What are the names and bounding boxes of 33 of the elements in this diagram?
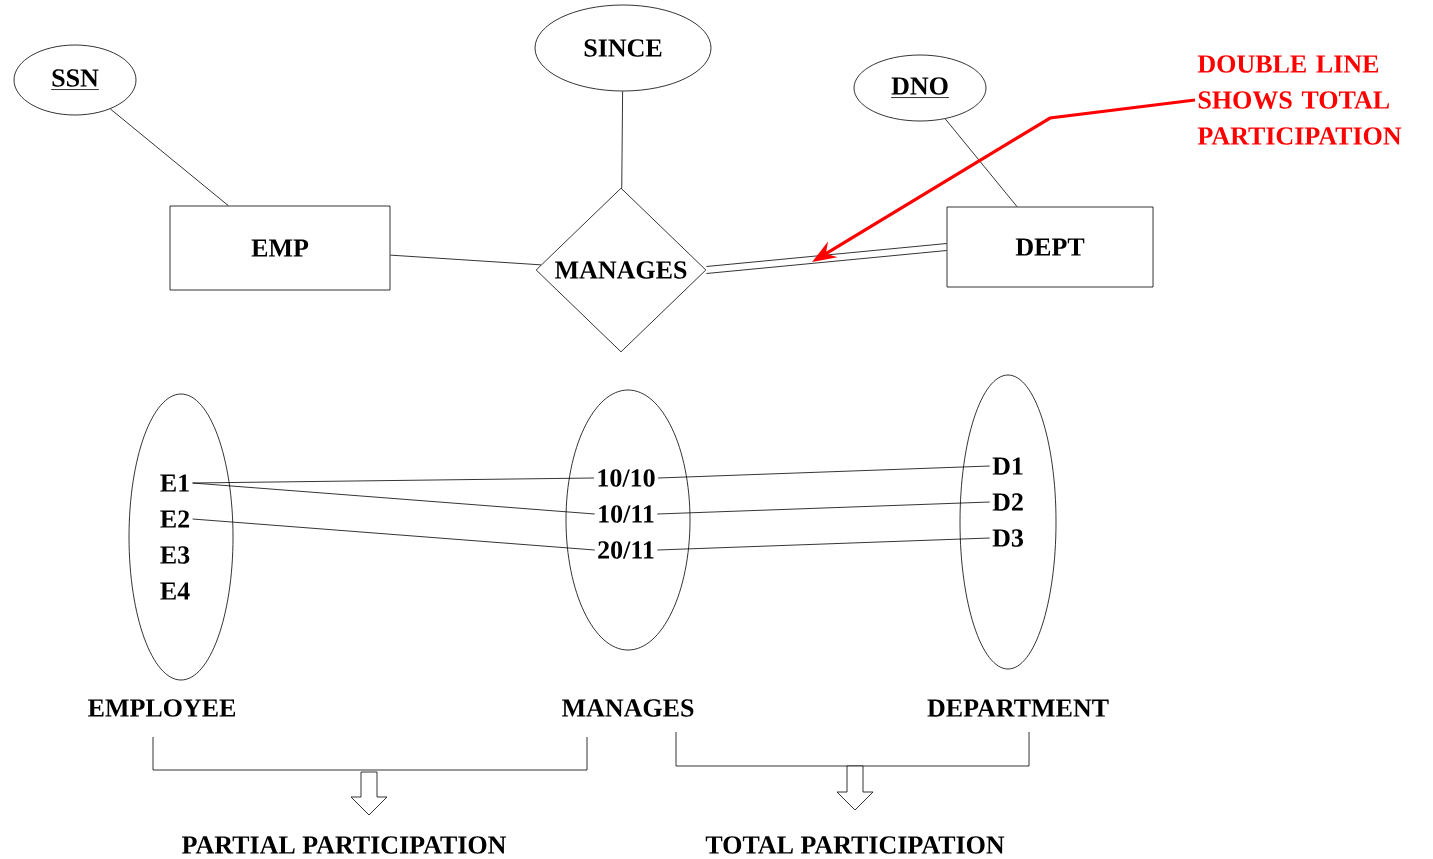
connector-line xyxy=(657,465,991,479)
connector-line xyxy=(944,118,1018,207)
element-label: E4 xyxy=(160,582,190,600)
connector-line xyxy=(109,108,229,206)
connector-line xyxy=(621,91,623,189)
connector-line xyxy=(192,518,596,551)
element-label: D2 xyxy=(992,493,1023,511)
set-caption: DEPARTMENT xyxy=(927,699,1109,717)
annotation-text: DOUBLE LINE SHOWS TOTAL PARTICIPATION xyxy=(1197,55,1402,145)
connector-line xyxy=(656,537,991,551)
caption-text: PARTIAL PARTICIPATION xyxy=(182,836,507,854)
entity-box: EMP xyxy=(169,205,391,291)
entity-box: DEPT xyxy=(946,206,1154,288)
set-caption: EMPLOYEE xyxy=(88,699,236,717)
set-caption: MANAGES xyxy=(562,699,694,717)
element-label: 20/11 xyxy=(598,541,654,559)
element-label: 10/10 xyxy=(598,469,655,487)
element-label: E2 xyxy=(160,510,190,528)
caption-text: TOTAL PARTICIPATION xyxy=(705,836,1005,854)
element-label: 10/11 xyxy=(599,505,654,523)
element-label: D3 xyxy=(992,529,1023,547)
connector-line xyxy=(390,254,542,266)
element-label: E3 xyxy=(160,546,190,564)
element-label: D1 xyxy=(992,457,1023,475)
connector-line xyxy=(192,482,596,515)
connector-line xyxy=(706,250,947,274)
connector-line xyxy=(192,477,595,484)
connector-line xyxy=(656,501,991,515)
set-ellipse xyxy=(959,374,1057,670)
set-ellipse xyxy=(128,393,234,681)
set-ellipse xyxy=(565,389,691,651)
connector-line xyxy=(706,243,947,267)
element-label: E1 xyxy=(160,474,189,492)
